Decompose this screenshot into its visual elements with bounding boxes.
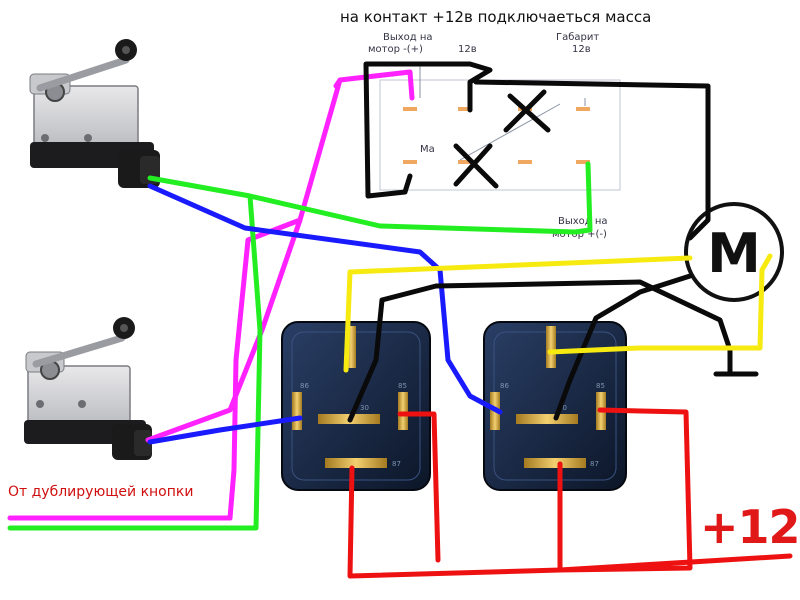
switch-pin-bottom-4: [576, 160, 590, 164]
relay-left-pin-87: 87: [392, 460, 401, 468]
wire-black-switch: [363, 61, 711, 241]
limit-switch-bottom: [24, 317, 152, 460]
limit-switch-top: [29, 39, 160, 188]
relay-left-pin-85: 85: [398, 382, 407, 390]
motor: M: [684, 202, 784, 302]
switch-cross-top: [503, 89, 551, 133]
label-gabarit-l2: 12в: [572, 44, 591, 55]
motor-circle: [684, 202, 784, 302]
relay-right-pin-86: 86: [500, 382, 509, 390]
label-gabarit-l1: Габарит: [556, 32, 599, 43]
switch-pin-bottom-1: [403, 160, 417, 164]
switch-pin-top-1: [403, 107, 417, 111]
switch-pin-bottom-3: [518, 160, 532, 164]
relay-left-pin-30: 30: [360, 404, 369, 412]
label-motor-plus-l1: Выход на: [558, 216, 608, 227]
switch-pin-top-2: [458, 107, 472, 111]
relay-right-pin-85: 85: [596, 382, 605, 390]
wire-green: [7, 161, 593, 531]
wires: [7, 61, 793, 579]
relay-right-pin-30: 30: [558, 404, 567, 412]
wire-black-left-relay: [347, 279, 759, 423]
switch-pin-top-4: [576, 107, 590, 111]
label-mass: Ма: [420, 144, 435, 155]
wire-black-right-relay: [553, 273, 693, 421]
label-motor-minus-l1: Выход на: [383, 32, 433, 43]
relay-right-pin-87: 87: [590, 460, 599, 468]
label-motor-plus-l2: мотор +(-): [552, 229, 607, 240]
wire-magenta: [7, 69, 415, 521]
switch-pin-bottom-2: [458, 160, 472, 164]
duplicate-button-note: От дублирующей кнопки: [8, 484, 194, 500]
switch-panel: Выход на мотор -(+) 12в Габарит 12в Ма В…: [368, 32, 621, 240]
wire-yellow: [343, 253, 773, 373]
plus12-label: +12: [700, 500, 800, 554]
switch-bridge-line: [459, 103, 561, 161]
label-12v: 12в: [458, 44, 477, 55]
switch-cross-bottom: [453, 143, 499, 189]
motor-label: M: [707, 222, 761, 285]
wire-red: [347, 407, 793, 579]
top-note: на контакт +12в подключаеться масса: [340, 8, 652, 26]
relay-left-pin-86: 86: [300, 382, 309, 390]
switch-panel-outline: [379, 79, 621, 191]
label-motor-minus-l2: мотор -(+): [368, 44, 423, 55]
